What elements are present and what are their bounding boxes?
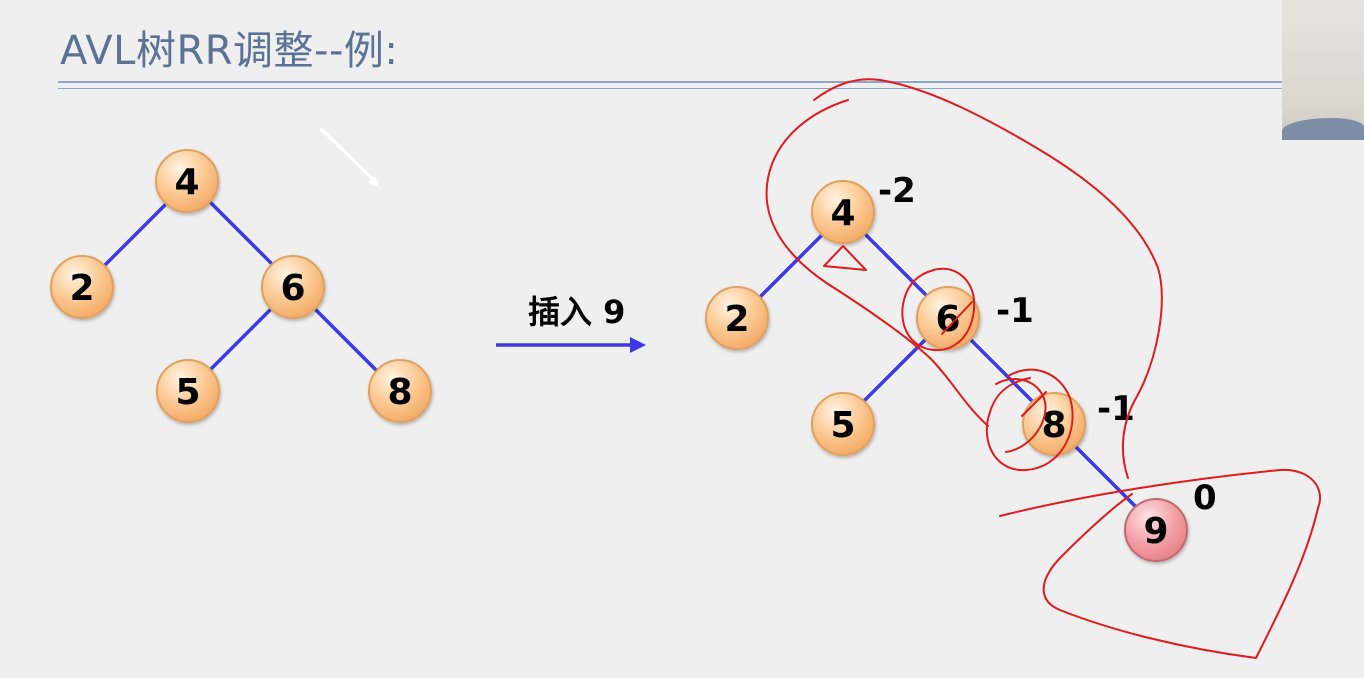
edge-8-9 [1073,444,1138,509]
node-label: 5 [830,405,855,446]
node-label: 4 [174,162,199,203]
slash-near-8 [1021,391,1047,417]
edge-4-2 [758,232,825,299]
title-underline-thin [58,88,1282,89]
edge-4-2 [103,200,170,267]
edge-6-5 [207,306,274,373]
tree-node: 8 -1 [1022,389,1135,456]
node-label: 6 [280,268,305,309]
tree-node: 5 [156,359,220,423]
tree-node: 6 -1 [916,286,1034,350]
balance-factor: -2 [878,171,916,211]
edge-6-8 [967,336,1034,403]
tree-node: 2 [705,286,769,350]
title-underline [58,81,1282,83]
tree-node: 6 [261,255,325,319]
insert-label: 插入 9 [528,293,625,331]
arrowhead-icon [630,337,646,353]
mouse-pointer-arrow-icon [318,126,380,188]
edge-6-5 [862,336,929,403]
after-tree: 4 -2 2 6 -1 5 8 -1 9 0 [705,171,1217,562]
tree-node: 8 [368,359,432,423]
edge-4-6 [208,200,275,267]
node-label: 2 [69,268,94,309]
loop-stroke-8 [995,378,1047,453]
closed-shape-around-9 [999,468,1321,659]
before-tree-edges [103,200,379,373]
tree-node: 5 [811,392,875,456]
webcam-thumbnail [1282,0,1364,140]
node-label: 5 [175,372,200,413]
node-label: 8 [387,372,412,413]
webcam-person-shoulder [1282,118,1364,140]
big-loop-stroke [813,78,1163,479]
edge-4-6 [863,232,930,299]
insert-action: 插入 9 [496,293,646,353]
handwritten-annotations [765,78,1321,659]
balance-factor: 0 [1193,478,1217,518]
tree-node: 4 [155,149,219,213]
small-triangle-mark [823,245,867,271]
node-label: 4 [830,193,855,234]
after-tree-edges [758,232,1138,509]
left-loop-stroke [765,99,989,427]
slide-title: AVL树RR调整--例: [60,28,399,74]
circle-around-8 [985,368,1074,472]
edge-6-8 [312,306,379,373]
circle-around-6 [901,267,976,352]
tree-node: 2 [50,255,114,319]
node-label: 9 [1143,511,1168,552]
node-label: 2 [724,299,749,340]
balance-factor: -1 [1097,389,1135,429]
balance-factor: -1 [996,291,1034,331]
before-tree: 4 2 6 5 8 [50,149,432,423]
tree-node-new: 9 0 [1124,478,1217,562]
slash-through-6 [941,301,973,335]
tree-node: 4 -2 [811,171,916,244]
